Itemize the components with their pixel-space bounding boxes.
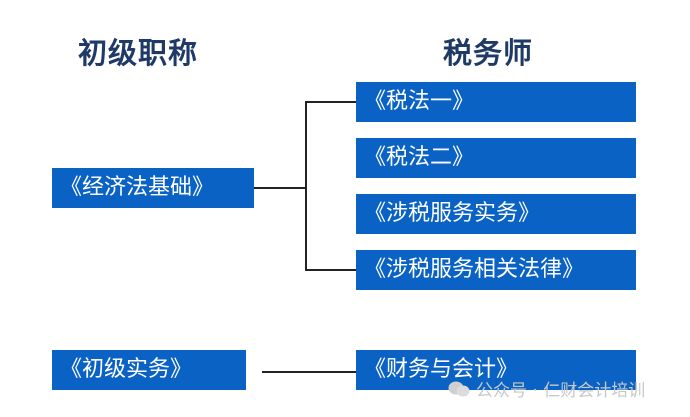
connector-bottom — [262, 371, 356, 373]
box-tax-service-law: 《涉税服务相关法律》 — [356, 250, 636, 290]
wechat-icon — [448, 381, 470, 396]
box-tax-law-2: 《税法二》 — [356, 138, 636, 178]
box-economic-law: 《经济法基础》 — [52, 168, 254, 208]
header-left: 初级职称 — [78, 36, 199, 70]
header-right: 税务师 — [443, 36, 534, 70]
connector-bracket-vertical — [305, 101, 307, 271]
watermark-text: 公众号 · 仁财会计培训 — [476, 381, 646, 401]
box-tax-law-1: 《税法一》 — [356, 82, 636, 122]
watermark: 公众号 · 仁财会计培训 — [448, 376, 645, 401]
connector-bracket-bottom — [305, 269, 356, 271]
connector-bracket-top — [305, 101, 356, 103]
box-tax-service-practice: 《涉税服务实务》 — [356, 194, 636, 234]
box-finance-accounting: 《财务与会计》 — [356, 350, 636, 390]
box-junior-practice: 《初级实务》 — [52, 350, 246, 390]
connector-left-stub — [254, 187, 306, 189]
